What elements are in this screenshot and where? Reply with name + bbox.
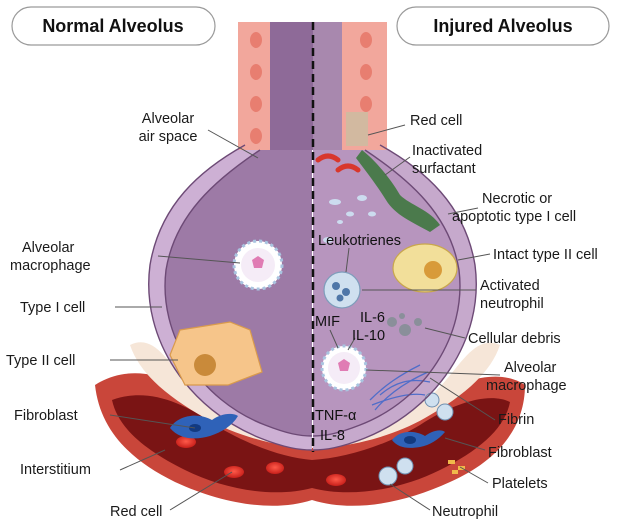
header-injured: Injured Alveolus <box>396 6 610 46</box>
red-cell-icon <box>224 466 244 478</box>
activated-neutrophil <box>323 271 361 309</box>
header-normal-text: Normal Alveolus <box>42 16 183 36</box>
label-necrotic-1: Necrotic or <box>482 191 552 207</box>
macrophage-normal <box>232 239 284 291</box>
blood-vessel-left <box>95 373 312 506</box>
label-platelets: Platelets <box>492 476 548 492</box>
label-macrophage-left-2: macrophage <box>10 258 91 274</box>
red-cell-icon <box>176 436 196 448</box>
mediator-leukotrienes: Leukotrienes <box>318 233 401 249</box>
damaged-epithelium <box>346 112 368 146</box>
label-red-cell-right: Red cell <box>410 113 462 129</box>
mediator-mif: MIF <box>315 314 340 330</box>
inactivated-surfactant <box>323 195 376 243</box>
platelet-icon <box>448 460 455 464</box>
fibroblast-injured <box>392 430 445 448</box>
red-cell-icon <box>335 163 361 173</box>
header-normal: Normal Alveolus <box>11 6 216 46</box>
label-air-space-2: air space <box>139 129 198 145</box>
leader-lines <box>109 124 501 511</box>
label-type1: Type I cell <box>20 300 85 316</box>
macrophage-injured <box>320 344 368 392</box>
fibrin <box>369 364 431 411</box>
mediator-il6: IL-6 <box>360 310 385 326</box>
red-cell-icon <box>326 474 346 486</box>
header-injured-text: Injured Alveolus <box>433 16 572 36</box>
label-necrotic-2: apoptotic type I cell <box>452 209 576 225</box>
label-macrophage-left-1: Alveolar <box>22 240 75 256</box>
platelet-icon <box>452 470 458 474</box>
necrotic-cell <box>356 150 440 232</box>
mediator-tnf: TNF-α <box>315 408 356 424</box>
label-interstitium: Interstitium <box>20 462 91 478</box>
label-macrophage-right-1: Alveolar <box>504 360 557 376</box>
label-neutrophil-1: Activated <box>480 278 540 294</box>
label-surfactant-2: surfactant <box>412 161 476 177</box>
label-air-space-1: Alveolar <box>142 111 195 127</box>
label-debris: Cellular debris <box>468 331 561 347</box>
label-surfactant-1: Inactivated <box>412 143 482 159</box>
red-cell-icon <box>266 462 284 474</box>
interstitium-left <box>130 342 312 448</box>
red-cell-icon <box>315 153 341 163</box>
label-fibroblast-right: Fibroblast <box>488 445 552 461</box>
label-fibroblast-left: Fibroblast <box>14 408 78 424</box>
label-macrophage-right-2: macrophage <box>486 378 567 394</box>
label-neutrophil-right: Neutrophil <box>432 504 498 520</box>
mediator-il10: IL-10 <box>352 328 385 344</box>
label-red-cell-left: Red cell <box>110 504 162 520</box>
interstitium-right <box>312 342 500 448</box>
neutrophil-vessel-icon <box>378 466 398 486</box>
mediator-il8: IL-8 <box>320 428 345 444</box>
label-neutrophil-2: neutrophil <box>480 296 544 312</box>
cellular-debris <box>387 313 422 336</box>
type2-cell-normal <box>169 321 263 386</box>
label-fibrin: Fibrin <box>498 412 534 428</box>
label-intact-type2: Intact type II cell <box>493 247 598 263</box>
label-type2: Type II cell <box>6 353 75 369</box>
neutrophil-vessel-icon <box>396 457 414 475</box>
alveolus-injured <box>313 22 477 451</box>
